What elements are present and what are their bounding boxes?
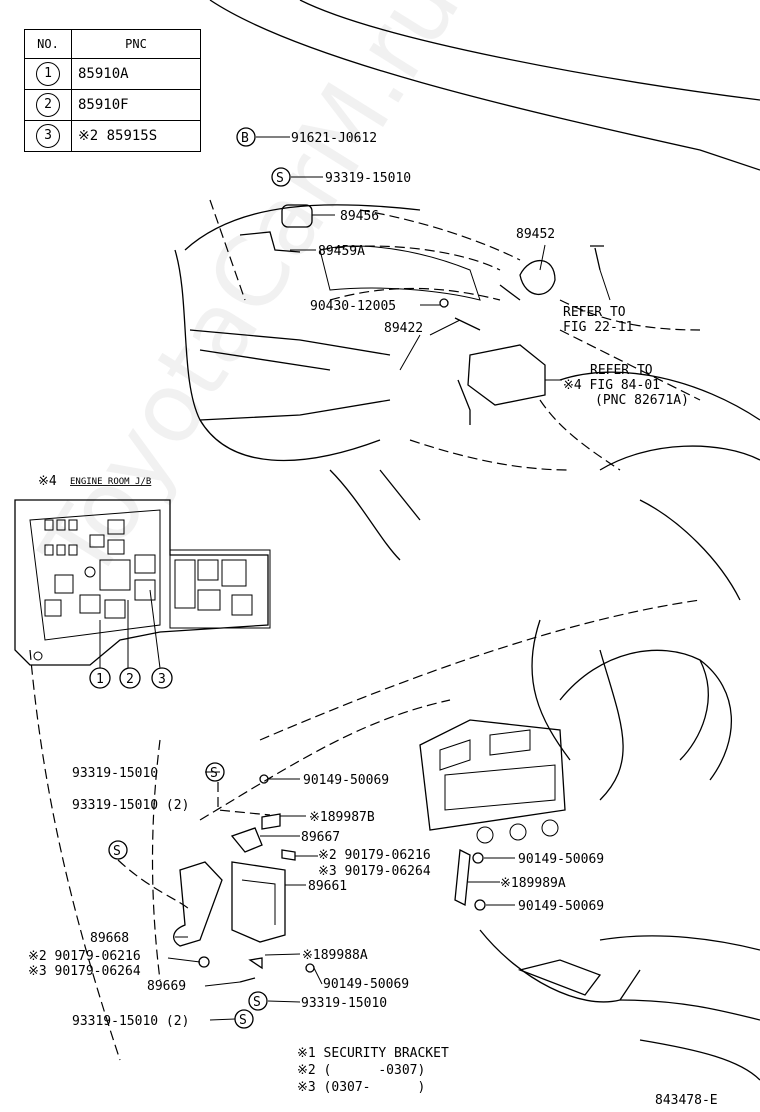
refer-fig-84-line3: (PNC 82671A) <box>595 393 689 408</box>
screw-s-badge: S <box>113 844 121 859</box>
screw-s-badge: S <box>210 766 218 781</box>
jb-badge-2: 2 <box>126 672 134 687</box>
engine-room-jb-drawing <box>14 499 271 689</box>
callout-90179-b2: ※2 90179-06216 <box>28 949 141 964</box>
callout-89668: 89668 <box>90 931 129 946</box>
figure-id: 843478-E <box>655 1093 718 1108</box>
callout-93319-b: 93319-15010 (2) <box>72 798 189 813</box>
row-pnc: ※2 85915S <box>71 120 201 152</box>
pnc-table: NO. PNC 1 85910A 2 85910F 3 ※2 85915S <box>24 29 201 152</box>
callout-90149-b: 90149-50069 <box>518 852 604 867</box>
table-row: 2 85910F <box>24 89 201 121</box>
callout-89661: 89661 <box>308 879 347 894</box>
callout-189987b: ※189987B <box>309 810 375 825</box>
row-number-badge: 2 <box>36 93 60 117</box>
screw-s-badge: S <box>276 171 284 186</box>
callout-91621: 91621-J0612 <box>291 131 377 146</box>
leader-lines-top <box>256 136 611 381</box>
jb-badge-1: 1 <box>96 672 104 687</box>
jb-mark: ※4 <box>38 474 57 489</box>
refer-fig-22-line2: FIG 22-11 <box>563 320 633 335</box>
refer-fig-84-line1: REFER TO <box>590 363 653 378</box>
leader-lines-bottom <box>117 771 515 1021</box>
row-number-badge: 3 <box>36 124 60 148</box>
callout-93319-d: 93319-15010 (2) <box>72 1014 189 1029</box>
row-pnc: 85910F <box>71 89 201 121</box>
row-pnc: 85910A <box>71 58 201 90</box>
jb-title: ENGINE ROOM J/B <box>70 477 151 487</box>
dashboard-drawing <box>29 599 760 1081</box>
callout-189988a: ※189988A <box>302 948 368 963</box>
note-range-3: ※3 (0307- ) <box>297 1080 425 1095</box>
row-number-badge: 1 <box>36 62 60 86</box>
callout-90179-a2: ※2 90179-06216 <box>318 848 431 863</box>
refer-fig-84-line2: ※4 FIG 84-01 <box>563 378 660 393</box>
callout-90149-d: 90149-50069 <box>323 977 409 992</box>
table-header-row: NO. PNC <box>24 29 201 59</box>
callout-89459a: 89459A <box>318 244 365 259</box>
note-range-2: ※2 ( -0307) <box>297 1063 425 1078</box>
callout-93319-c: 93319-15010 <box>301 996 387 1011</box>
callout-93319-top: 93319-15010 <box>325 171 411 186</box>
callout-90430: 90430-12005 <box>310 299 396 314</box>
refer-fig-22-line1: REFER TO <box>563 305 626 320</box>
note-security-bracket: ※1 SECURITY BRACKET <box>297 1046 449 1061</box>
engine-bay-drawing: B S <box>174 0 760 601</box>
jb-badge-3: 3 <box>158 672 166 687</box>
callout-89669: 89669 <box>147 979 186 994</box>
callout-90179-a3: ※3 90179-06264 <box>318 864 431 879</box>
screw-s-badge: S <box>239 1013 247 1028</box>
callout-89422: 89422 <box>384 321 423 336</box>
callout-189989a: ※189989A <box>500 876 566 891</box>
table-row: 3 ※2 85915S <box>24 120 201 152</box>
bolt-b-badge: B <box>241 131 249 146</box>
callout-93319-a: 93319-15010 <box>72 766 158 781</box>
callout-90149-a: 90149-50069 <box>303 773 389 788</box>
callout-90149-c: 90149-50069 <box>518 899 604 914</box>
callout-90179-b3: ※3 90179-06264 <box>28 964 141 979</box>
callout-89456: 89456 <box>340 209 379 224</box>
screw-s-badge: S <box>253 995 261 1010</box>
callout-89452: 89452 <box>516 227 555 242</box>
col-header-pnc: PNC <box>71 29 201 59</box>
col-header-no: NO. <box>24 29 72 59</box>
callout-89667: 89667 <box>301 830 340 845</box>
table-row: 1 85910A <box>24 58 201 90</box>
